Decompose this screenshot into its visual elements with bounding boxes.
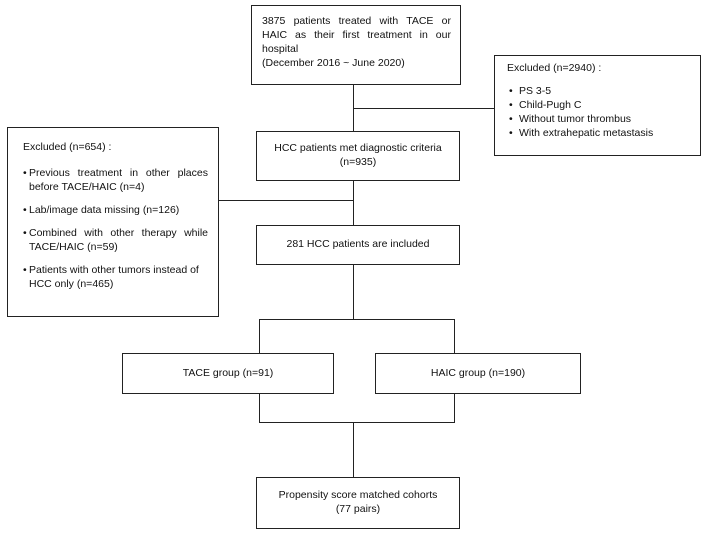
excluded-right-item: Without tumor thrombus xyxy=(507,113,690,127)
connector-split-to-tace xyxy=(259,319,261,354)
excluded-left-item: Previous treatment in other places befor… xyxy=(23,167,208,195)
box-excluded-right: Excluded (n=2940) : PS 3-5 Child-Pugh C … xyxy=(494,55,701,156)
box-included-patients: 281 HCC patients are included xyxy=(256,225,460,265)
matched-line1: Propensity score matched cohorts xyxy=(278,489,438,502)
initial-patients-period: (December 2016 ~ June 2020) xyxy=(262,56,405,69)
tace-group-text: TACE group (n=91) xyxy=(182,366,274,379)
matched-line2: (77 pairs) xyxy=(335,503,381,515)
excluded-left-item: Lab/image data missing (n=126) xyxy=(23,204,208,218)
connector-merge-horizontal xyxy=(259,422,455,424)
excluded-left-title: Excluded (n=654) : xyxy=(23,141,112,153)
box-initial-patients: 3875 patients treated with TACE or HAIC … xyxy=(251,5,461,85)
connector-diagnostic-to-included xyxy=(353,180,355,226)
excluded-left-item: Patients with other tumors instead of HC… xyxy=(23,264,208,292)
connector-tace-to-merge xyxy=(259,393,261,423)
excluded-right-item: Child-Pugh C xyxy=(507,99,690,113)
diagnostic-line2: (n=935) xyxy=(339,156,377,168)
diagnostic-line1: HCC patients met diagnostic criteria xyxy=(274,142,442,155)
connector-split-horizontal xyxy=(259,319,455,321)
excluded-right-item: With extrahepatic metastasis xyxy=(507,127,690,141)
connector-to-excluded-left xyxy=(218,200,354,202)
connector-included-to-split xyxy=(353,264,355,320)
connector-haic-to-merge xyxy=(454,393,456,423)
connector-to-excluded-right xyxy=(353,108,495,110)
connector-split-to-haic xyxy=(454,319,456,354)
included-text: 281 HCC patients are included xyxy=(286,238,430,251)
excluded-right-item: PS 3-5 xyxy=(507,85,690,99)
excluded-left-item: Combined with other therapy while TACE/H… xyxy=(23,227,208,255)
haic-group-text: HAIC group (n=190) xyxy=(430,366,526,379)
connector-merge-to-matched xyxy=(353,422,355,478)
box-diagnostic-criteria: HCC patients met diagnostic criteria (n=… xyxy=(256,131,460,181)
initial-patients-text: 3875 patients treated with TACE or HAIC … xyxy=(262,15,451,55)
box-matched-cohorts: Propensity score matched cohorts (77 pai… xyxy=(256,477,460,529)
box-excluded-left: Excluded (n=654) : Previous treatment in… xyxy=(7,127,219,317)
box-haic-group: HAIC group (n=190) xyxy=(375,353,581,394)
box-tace-group: TACE group (n=91) xyxy=(122,353,334,394)
excluded-right-title: Excluded (n=2940) : xyxy=(507,62,602,74)
